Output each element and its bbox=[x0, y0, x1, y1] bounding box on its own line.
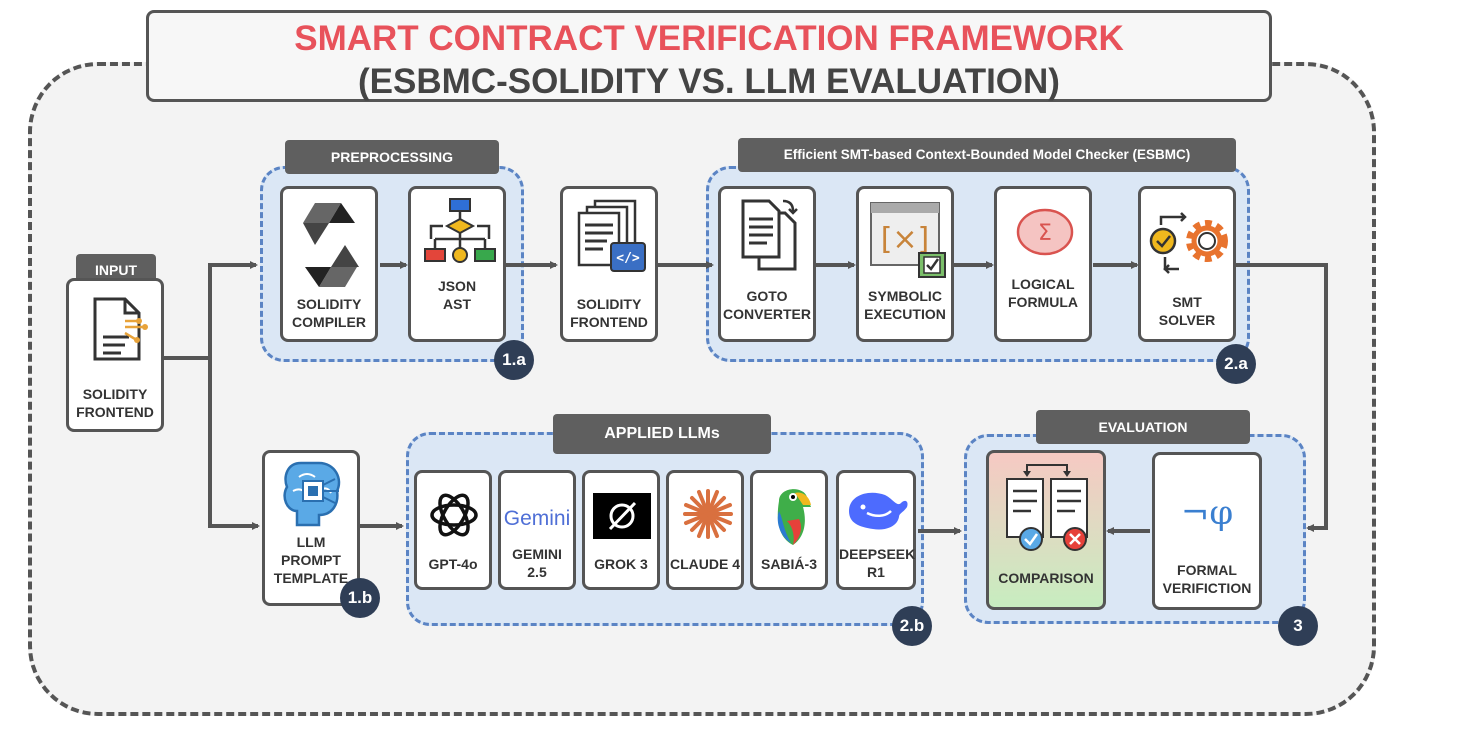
input-card: SOLIDITY FRONTEND bbox=[66, 278, 164, 432]
flowchart-icon bbox=[424, 198, 496, 263]
symbolic-line-2: EXECUTION bbox=[864, 306, 946, 322]
frontend-line-1: SOLIDITY bbox=[576, 296, 642, 312]
formal-line-2: VERIFICTION bbox=[1162, 580, 1252, 596]
llm-card-claude: CLAUDE 4 bbox=[666, 470, 744, 590]
smt-line-2: SOLVER bbox=[1158, 312, 1216, 328]
sigma-icon: Σ bbox=[1016, 208, 1074, 256]
badge-3: 3 bbox=[1278, 606, 1318, 646]
input-card-line-1: SOLIDITY bbox=[82, 386, 148, 402]
input-card-line-2: FRONTEND bbox=[76, 404, 154, 420]
ast-line-1: JSON bbox=[437, 278, 477, 294]
svg-text:</>: </> bbox=[616, 251, 640, 266]
title-box: SMART CONTRACT VERIFICATION FRAMEWORK (E… bbox=[146, 10, 1272, 102]
parrot-logo-icon bbox=[777, 489, 811, 545]
gemini-logo: Gemini bbox=[503, 507, 571, 530]
compare-documents-icon bbox=[1006, 464, 1088, 551]
llm-card-deepseek: DEEPSEEK R1 bbox=[836, 470, 916, 590]
claude-logo-icon bbox=[683, 489, 733, 539]
deepseek-label-2: R1 bbox=[867, 564, 885, 580]
logical-line-1: LOGICAL bbox=[1011, 276, 1075, 292]
compiler-line-1: SOLIDITY bbox=[296, 296, 362, 312]
badge-1b: 1.b bbox=[340, 578, 380, 618]
svg-text:Σ: Σ bbox=[1038, 221, 1052, 246]
solidity-logo-icon bbox=[303, 203, 359, 287]
llms-label: APPLIED LLMs bbox=[553, 414, 771, 454]
grok-logo-icon bbox=[593, 493, 651, 539]
solidity-frontend-card: </> SOLIDITY FRONTEND bbox=[560, 186, 658, 342]
prompt-line-2: PROMPT bbox=[281, 552, 341, 568]
compiler-line-2: COMPILER bbox=[292, 314, 366, 330]
gemini-label-1: GEMINI bbox=[512, 546, 562, 562]
title-line-2: (ESBMC-SOLIDITY VS. LLM EVALUATION) bbox=[358, 62, 1060, 101]
goto-line-2: CONVERTER bbox=[723, 306, 811, 322]
json-ast-card: JSON AST bbox=[408, 186, 506, 342]
comparison-card: COMPARISON bbox=[986, 450, 1106, 610]
llm-prompt-card: LLM PROMPT TEMPLATE bbox=[262, 450, 360, 606]
esbmc-label: Efficient SMT-based Context-Bounded Mode… bbox=[738, 138, 1236, 172]
badge-2a: 2.a bbox=[1216, 344, 1256, 384]
symbolic-execution-card: [×] SYMBOLIC EXECUTION bbox=[856, 186, 954, 342]
ast-line-2: AST bbox=[443, 296, 471, 312]
claude-label: CLAUDE 4 bbox=[669, 556, 740, 572]
preprocessing-label: PREPROCESSING bbox=[285, 140, 499, 174]
llm-card-sabia: SABIÁ-3 bbox=[750, 470, 828, 590]
prompt-line-1: LLM bbox=[296, 534, 326, 550]
code-documents-icon: </> bbox=[577, 199, 646, 272]
svg-text:[×]: [×] bbox=[881, 222, 930, 257]
prompt-line-3: TEMPLATE bbox=[273, 570, 349, 586]
llm-card-gpt4o: GPT-4o bbox=[414, 470, 492, 590]
contract-document-icon bbox=[93, 297, 148, 361]
goto-line-1: GOTO bbox=[746, 288, 788, 304]
copy-documents-icon bbox=[741, 199, 798, 271]
goto-converter-card: GOTO CONVERTER bbox=[718, 186, 816, 342]
gemini-label-2: 2.5 bbox=[527, 564, 547, 580]
not-phi-symbol: ¬φ bbox=[1180, 493, 1234, 533]
gear-check-icon bbox=[1149, 212, 1228, 274]
formal-line-1: FORMAL bbox=[1177, 562, 1237, 578]
logical-formula-card: Σ LOGICAL FORMULA bbox=[994, 186, 1092, 342]
llm-card-grok: GROK 3 bbox=[582, 470, 660, 590]
frontend-line-2: FRONTEND bbox=[570, 314, 648, 330]
llm-card-gemini: Gemini GEMINI 2.5 bbox=[498, 470, 576, 590]
sabia-label: SABIÁ-3 bbox=[760, 556, 817, 572]
logical-line-2: FORMULA bbox=[1008, 294, 1078, 310]
grok-label: GROK 3 bbox=[594, 556, 648, 572]
evaluation-label: EVALUATION bbox=[1036, 410, 1250, 444]
deepseek-whale-icon bbox=[849, 492, 908, 530]
openai-logo-icon bbox=[430, 493, 478, 537]
smt-solver-card: SMT SOLVER bbox=[1138, 186, 1236, 342]
badge-1a: 1.a bbox=[494, 340, 534, 380]
solidity-compiler-card: SOLIDITY COMPILER bbox=[280, 186, 378, 342]
symbolic-line-1: SYMBOLIC bbox=[868, 288, 942, 304]
title-line-1: SMART CONTRACT VERIFICATION FRAMEWORK bbox=[294, 19, 1124, 58]
smt-line-1: SMT bbox=[1172, 294, 1202, 310]
comparison-label: COMPARISON bbox=[998, 570, 1094, 586]
ai-brain-icon bbox=[283, 461, 341, 527]
symbolic-window-icon: [×] bbox=[870, 202, 946, 278]
gpt4o-label: GPT-4o bbox=[428, 556, 478, 572]
badge-2b: 2.b bbox=[892, 606, 932, 646]
deepseek-label-1: DEEPSEEK bbox=[839, 546, 916, 562]
formal-verification-card: ¬φ FORMAL VERIFICTION bbox=[1152, 452, 1262, 610]
